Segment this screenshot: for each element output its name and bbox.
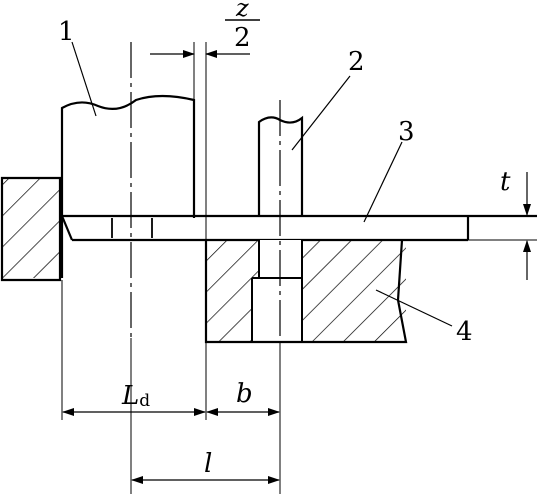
z-half-denominator: 2 — [234, 23, 251, 53]
part-label-4: 4 — [456, 317, 473, 347]
part-label-2: 2 — [348, 47, 365, 77]
left-holder — [0, 176, 62, 282]
z-half-numerator: z — [235, 0, 249, 22]
leader-1 — [71, 41, 97, 117]
t-label: t — [500, 167, 511, 197]
ld-label: Ld — [121, 381, 150, 411]
b-label: b — [236, 379, 253, 409]
sheet-part-3 — [60, 214, 537, 242]
die-part-4 — [204, 239, 408, 344]
leader-2 — [291, 75, 351, 151]
part-label-1: 1 — [58, 17, 75, 47]
leader-4 — [375, 289, 453, 327]
l-label: l — [204, 449, 212, 479]
leader-3 — [363, 141, 403, 223]
part-label-3: 3 — [398, 117, 415, 147]
punch-part-1 — [60, 94, 196, 278]
pin-part-2 — [257, 100, 304, 340]
